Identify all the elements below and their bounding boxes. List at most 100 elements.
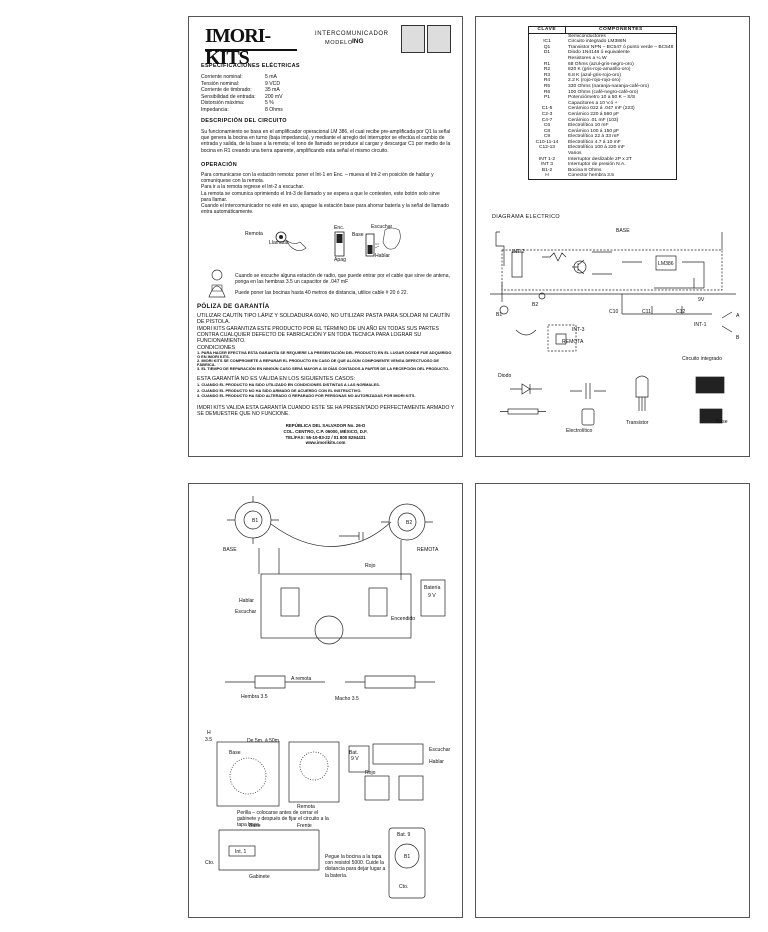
label-remota2: Remota <box>297 804 315 810</box>
manual-page-3: B1 B2 BASE REMOTA Rojo Batería 9 V Habla… <box>188 483 463 918</box>
fig-label-enc: Enc. <box>334 225 345 231</box>
operation-text: Para comunicarse con la estación remota:… <box>201 172 451 215</box>
table-row: C6 Electrolítico 10 mF <box>529 123 677 129</box>
product-photo-remote <box>427 25 451 53</box>
label-b2: B2 <box>406 520 413 526</box>
radio-note: Cuando se escuche alguna estación de rad… <box>235 273 450 286</box>
component-description: Transistor NPN – BC547 ó punto verde – B… <box>568 44 674 50</box>
component-key: C12-13 <box>538 145 556 151</box>
label-b1b: B1 <box>404 854 411 860</box>
cabinet-back-icon <box>388 827 426 899</box>
potentiometer-icon <box>314 615 344 645</box>
specs-title: ESPECIFICACIONES ELÉCTRICAS <box>201 63 300 69</box>
label-remota: REMOTA <box>562 339 584 345</box>
spec-value: 9 VCD <box>265 80 281 87</box>
label-bat: Bat. <box>349 750 359 756</box>
table-header-clave: CLAVE <box>528 26 566 34</box>
fig-label-hablar: Hablar <box>375 253 391 259</box>
label-hablar2: Hablar <box>429 759 445 765</box>
condition-item: 1. PARA HACER EFECTIVA ESTA GARANTÍA SE … <box>197 350 452 360</box>
legend-base: Base <box>716 419 728 425</box>
component-description: 68 Ohms (azul-gris-negro-oro) <box>568 61 634 67</box>
label-9v: 9V <box>698 297 705 303</box>
diode-symbol-icon <box>510 383 542 395</box>
component-description: Electrolítico 4.7 á 10 mF <box>568 139 621 145</box>
component-key: R2 <box>543 67 551 73</box>
label-encendido: Encendido <box>391 616 416 622</box>
int1-switch-icon <box>228 845 256 857</box>
component-key: C8 <box>543 128 551 134</box>
assembly-drawings <box>216 496 446 899</box>
table-row: C12-13 Electrolítico 100 á 220 mF <box>529 145 677 151</box>
spec-label: Impedancia: <box>201 107 229 113</box>
label-base2: Base <box>229 750 241 756</box>
label-c12: C12 <box>676 309 686 315</box>
label-int2: INT-2 <box>512 249 525 255</box>
label-bat9: Bat. 9 <box>397 832 411 838</box>
address-line: TEL/FAX: 55-10-83-22 / 01 800 8294431 <box>285 434 366 440</box>
cabinet-side-icon <box>218 829 320 871</box>
label-base3: Base <box>249 823 261 829</box>
switch-encendido-icon <box>368 587 388 617</box>
label-c11: C11 <box>642 309 651 315</box>
radio-listener-figure <box>208 269 226 298</box>
speaker-b1-icon <box>499 305 509 315</box>
component-description: Electrolítico 10 mF <box>568 123 609 129</box>
table-row: R6 100 Ohms (café-negro-café-oro) <box>529 90 677 96</box>
jack-male-icon <box>345 675 435 689</box>
bocina-note: Pegue la bocina a la tapa con resistol 5… <box>325 854 386 879</box>
component-description: 820 K (gris-rojo-amarillo-oro) <box>568 67 631 73</box>
label-rojo: Rojo <box>365 563 376 569</box>
spec-value: 200 mV <box>265 93 283 100</box>
remote-box <box>547 324 577 352</box>
invalid-case-item: 3. CUANDO EL PRODUCTO HA SIDO ALTERADO O… <box>197 393 416 399</box>
table-row: Semiconductores <box>529 33 677 39</box>
jack-female-icon <box>225 675 325 689</box>
address-line: REPÚBLICA DEL SALVADOR No. 26-D <box>285 423 366 428</box>
component-description: Varios <box>568 151 582 157</box>
transistor-part-icon <box>635 375 649 398</box>
cabinet-remote-icon <box>288 741 340 803</box>
operation-line: Para comunicarse con la estación remota:… <box>201 172 434 185</box>
pcb-outline <box>501 249 723 291</box>
table-row: Capacitores a 10 V.ó + <box>529 101 677 107</box>
battery-icon <box>420 579 446 617</box>
label-a: A <box>736 313 740 319</box>
label-int1: INT-1 <box>694 322 707 328</box>
component-description: Diodo 1N4148 ó equivalente <box>568 50 630 56</box>
label-cto2: Cto. <box>399 884 409 890</box>
fig-label-escuchar: Escuchar <box>371 224 393 230</box>
cable-connector-icon <box>339 532 364 540</box>
component-description: Electrolítico 22 á 33 mF <box>568 134 620 140</box>
component-key: Q1 <box>543 44 551 50</box>
component-description: Interruptor de presión N.A. <box>568 162 626 168</box>
int3-button-icon <box>555 333 567 345</box>
ic-lm386-icon <box>655 255 677 271</box>
cable-note: Puede poner las bocinas hasta 40 metros … <box>235 290 408 296</box>
component-key: R6 <box>543 89 551 95</box>
label-cto: Cto. <box>205 860 215 866</box>
label-b1: B1 <box>496 312 503 318</box>
spec-value: 35 mA <box>265 87 280 94</box>
component-description: Electrolítico 100 á 220 mF <box>568 145 625 151</box>
spec-label: Sensibilidad de entrada: <box>201 93 256 100</box>
component-key: C6 <box>543 123 551 129</box>
manual-page-4-blank <box>475 483 750 918</box>
component-description: 100 Ohms (café-negro-café-oro) <box>568 89 639 95</box>
component-description: Conector hembra 3.5 <box>568 173 614 179</box>
spec-label: Corriente nominal: <box>201 74 243 80</box>
remote-button-icon <box>275 231 287 243</box>
switch-hablar-icon <box>280 587 300 617</box>
legend-electrolitico: Electrolítico <box>566 428 593 434</box>
table-row: Q1 Transistor NPN – BC547 ó punto verde –… <box>529 45 677 51</box>
int2-switch-icon <box>511 251 523 278</box>
legend-transistor: Transistor <box>626 420 649 426</box>
radio-icon <box>211 284 223 292</box>
condition-item: 2. IMORI KITS SE COMPROMETE A REPARAR EL… <box>197 358 439 368</box>
table-row: Varios <box>529 151 677 157</box>
diode-part-icon <box>507 408 539 415</box>
